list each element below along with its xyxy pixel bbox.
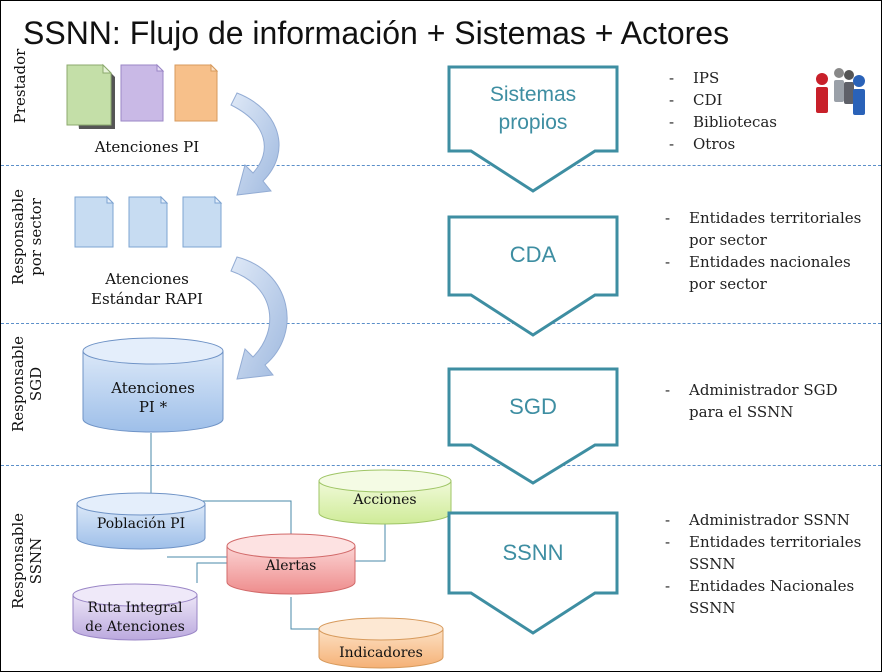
bullet-text: Administrador SGD para el SSNN	[689, 381, 838, 421]
flow-arrow-sistemas	[447, 65, 619, 193]
bullet-dash: -	[665, 511, 671, 529]
bullet-item: -Administrador SSNN	[665, 509, 861, 531]
bullet-dash: -	[669, 135, 675, 153]
bullet-dash: -	[669, 69, 675, 87]
sgd-bullet-list: -Administrador SGD para el SSNN	[665, 379, 838, 423]
cda-bullet-list: -Entidades territoriales por sector-Enti…	[665, 207, 861, 295]
bullet-item: -Entidades Nacionales SSNN	[665, 575, 861, 619]
lane-label-text: por sector	[27, 198, 45, 276]
db-label-line: Atenciones	[111, 379, 195, 397]
people-group-icon	[816, 68, 865, 115]
sistemas-propios-label: Sistemas propios	[449, 81, 617, 137]
document-icon-purple	[120, 63, 165, 122]
bullet-item: -Entidades territoriales por sector	[665, 207, 861, 251]
lane-label-ssnn: Responsable SSNN	[9, 481, 45, 641]
lane-separator	[1, 323, 881, 324]
database-cylinder-icon	[226, 533, 356, 595]
database-cylinder-icon	[318, 617, 444, 669]
doc-label-line: Estándar RAPI	[91, 290, 203, 308]
flow-arrow-sgd	[447, 367, 619, 485]
flow-label-line: propios	[498, 111, 568, 134]
bullet-text: IPS	[693, 69, 720, 87]
database-cylinder-icon	[318, 469, 452, 525]
bullet-text: Entidades territoriales por sector	[689, 209, 862, 249]
bullet-item: -CDI	[669, 89, 777, 111]
lane-label-prestador: Prestador	[11, 21, 29, 151]
lane-separator	[1, 465, 881, 466]
connector-lines	[150, 433, 386, 630]
lane-label-text: Responsable	[9, 512, 27, 610]
bullet-text: CDI	[693, 91, 723, 109]
lane-label-text: SGD	[27, 366, 45, 402]
bullet-item: -Entidades nacionales por sector	[665, 251, 861, 295]
bullet-dash: -	[665, 533, 671, 551]
bullet-text: Administrador SSNN	[689, 511, 850, 529]
bullet-dash: -	[665, 577, 671, 595]
document-icon-green	[66, 63, 115, 129]
bullet-dash: -	[669, 91, 675, 109]
cda-label: CDA	[509, 242, 557, 267]
sgd-label: SGD	[509, 394, 557, 419]
bullet-item: -Administrador SGD para el SSNN	[665, 379, 838, 423]
flow-label-line: Sistemas	[489, 83, 577, 106]
atenciones-pi-label: Atenciones PI	[94, 138, 200, 156]
document-icon-orange	[174, 63, 219, 122]
flow-arrow-ssnn	[447, 511, 619, 635]
bullet-dash: -	[665, 253, 671, 271]
lane-label-text: SSNN	[27, 537, 45, 585]
ruta-integral-label: Ruta Integral de Atenciones	[73, 599, 197, 637]
document-icon-blue	[128, 195, 169, 248]
document-icon-blue	[182, 195, 223, 248]
lane-label-sector: Responsable por sector	[9, 167, 45, 307]
database-cylinder-icon	[76, 492, 206, 550]
acciones-label: Acciones	[353, 492, 417, 508]
lane-label-text: Responsable	[9, 188, 27, 286]
bullet-text: Entidades Nacionales SSNN	[689, 577, 855, 617]
database-cylinder-icon	[82, 337, 224, 433]
bullet-text: Entidades territoriales SSNN	[689, 533, 862, 573]
bullet-item: -Entidades territoriales SSNN	[665, 531, 861, 575]
poblacion-pi-label: Población PI	[96, 516, 186, 532]
bullet-text: Otros	[693, 135, 736, 153]
doc-label-line: Atenciones	[105, 270, 189, 288]
curved-arrow-icon	[230, 92, 280, 196]
alertas-label: Alertas	[265, 558, 317, 574]
db-label-line: PI *	[138, 398, 168, 416]
lane-separator	[1, 165, 881, 166]
document-icon-blue	[74, 195, 115, 248]
bullet-dash: -	[665, 209, 671, 227]
curved-arrow-icon	[230, 256, 288, 380]
bullet-dash: -	[665, 381, 671, 399]
lane-label-sgd: Responsable SGD	[9, 319, 45, 449]
lane-label-text: Prestador	[11, 48, 29, 124]
bullet-dash: -	[669, 113, 675, 131]
db-label-line: de Atenciones	[85, 619, 185, 635]
bullet-item: -IPS	[669, 67, 777, 89]
bullet-item: -Otros	[669, 133, 777, 155]
bullet-text: Bibliotecas	[693, 113, 777, 131]
atenciones-pi-db-label: Atenciones PI *	[83, 379, 223, 417]
db-label-line: Ruta Integral	[87, 600, 183, 616]
slide-title: SSNN: Flujo de información + Sistemas + …	[23, 15, 730, 51]
ssnn-bullet-list: -Administrador SSNN-Entidades territoria…	[665, 509, 861, 619]
bullet-text: Entidades nacionales por sector	[689, 253, 851, 293]
sistemas-bullet-list: -IPS-CDI-Bibliotecas-Otros	[669, 67, 777, 155]
indicadores-label: Indicadores	[339, 645, 423, 661]
ssnn-label: SSNN	[502, 540, 564, 565]
bullet-item: -Bibliotecas	[669, 111, 777, 133]
flow-arrow-cda	[447, 215, 619, 337]
lane-label-text: Responsable	[9, 335, 27, 433]
database-cylinder-icon	[72, 583, 198, 641]
atenciones-estandar-label: Atenciones Estándar RAPI	[67, 269, 227, 309]
